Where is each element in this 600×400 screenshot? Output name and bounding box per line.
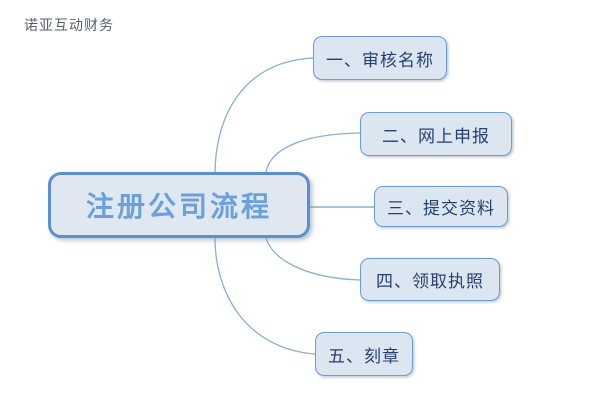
- connector-to-branch-4: [265, 237, 361, 281]
- center-node[interactable]: 注册公司流程: [48, 172, 310, 238]
- branch-node-1-label: 一、审核名称: [326, 50, 434, 71]
- branch-node-5-label: 五、刻章: [328, 346, 400, 367]
- connector-to-branch-5: [214, 237, 316, 355]
- branch-node-3[interactable]: 三、提交资料: [374, 186, 508, 227]
- branch-node-2-label: 二、网上申报: [382, 126, 490, 147]
- watermark-label: 诺亚互动财务: [24, 18, 114, 34]
- branch-node-4[interactable]: 四、领取执照: [360, 258, 500, 301]
- branch-node-2[interactable]: 二、网上申报: [360, 112, 512, 156]
- center-node-label: 注册公司流程: [85, 190, 272, 223]
- branch-node-1[interactable]: 一、审核名称: [313, 36, 447, 80]
- branch-node-4-label: 四、领取执照: [376, 272, 484, 292]
- branch-node-3-label: 三、提交资料: [387, 199, 495, 219]
- connector-to-branch-2: [265, 132, 361, 173]
- connector-to-branch-1: [214, 57, 314, 175]
- branch-node-5[interactable]: 五、刻章: [315, 332, 413, 376]
